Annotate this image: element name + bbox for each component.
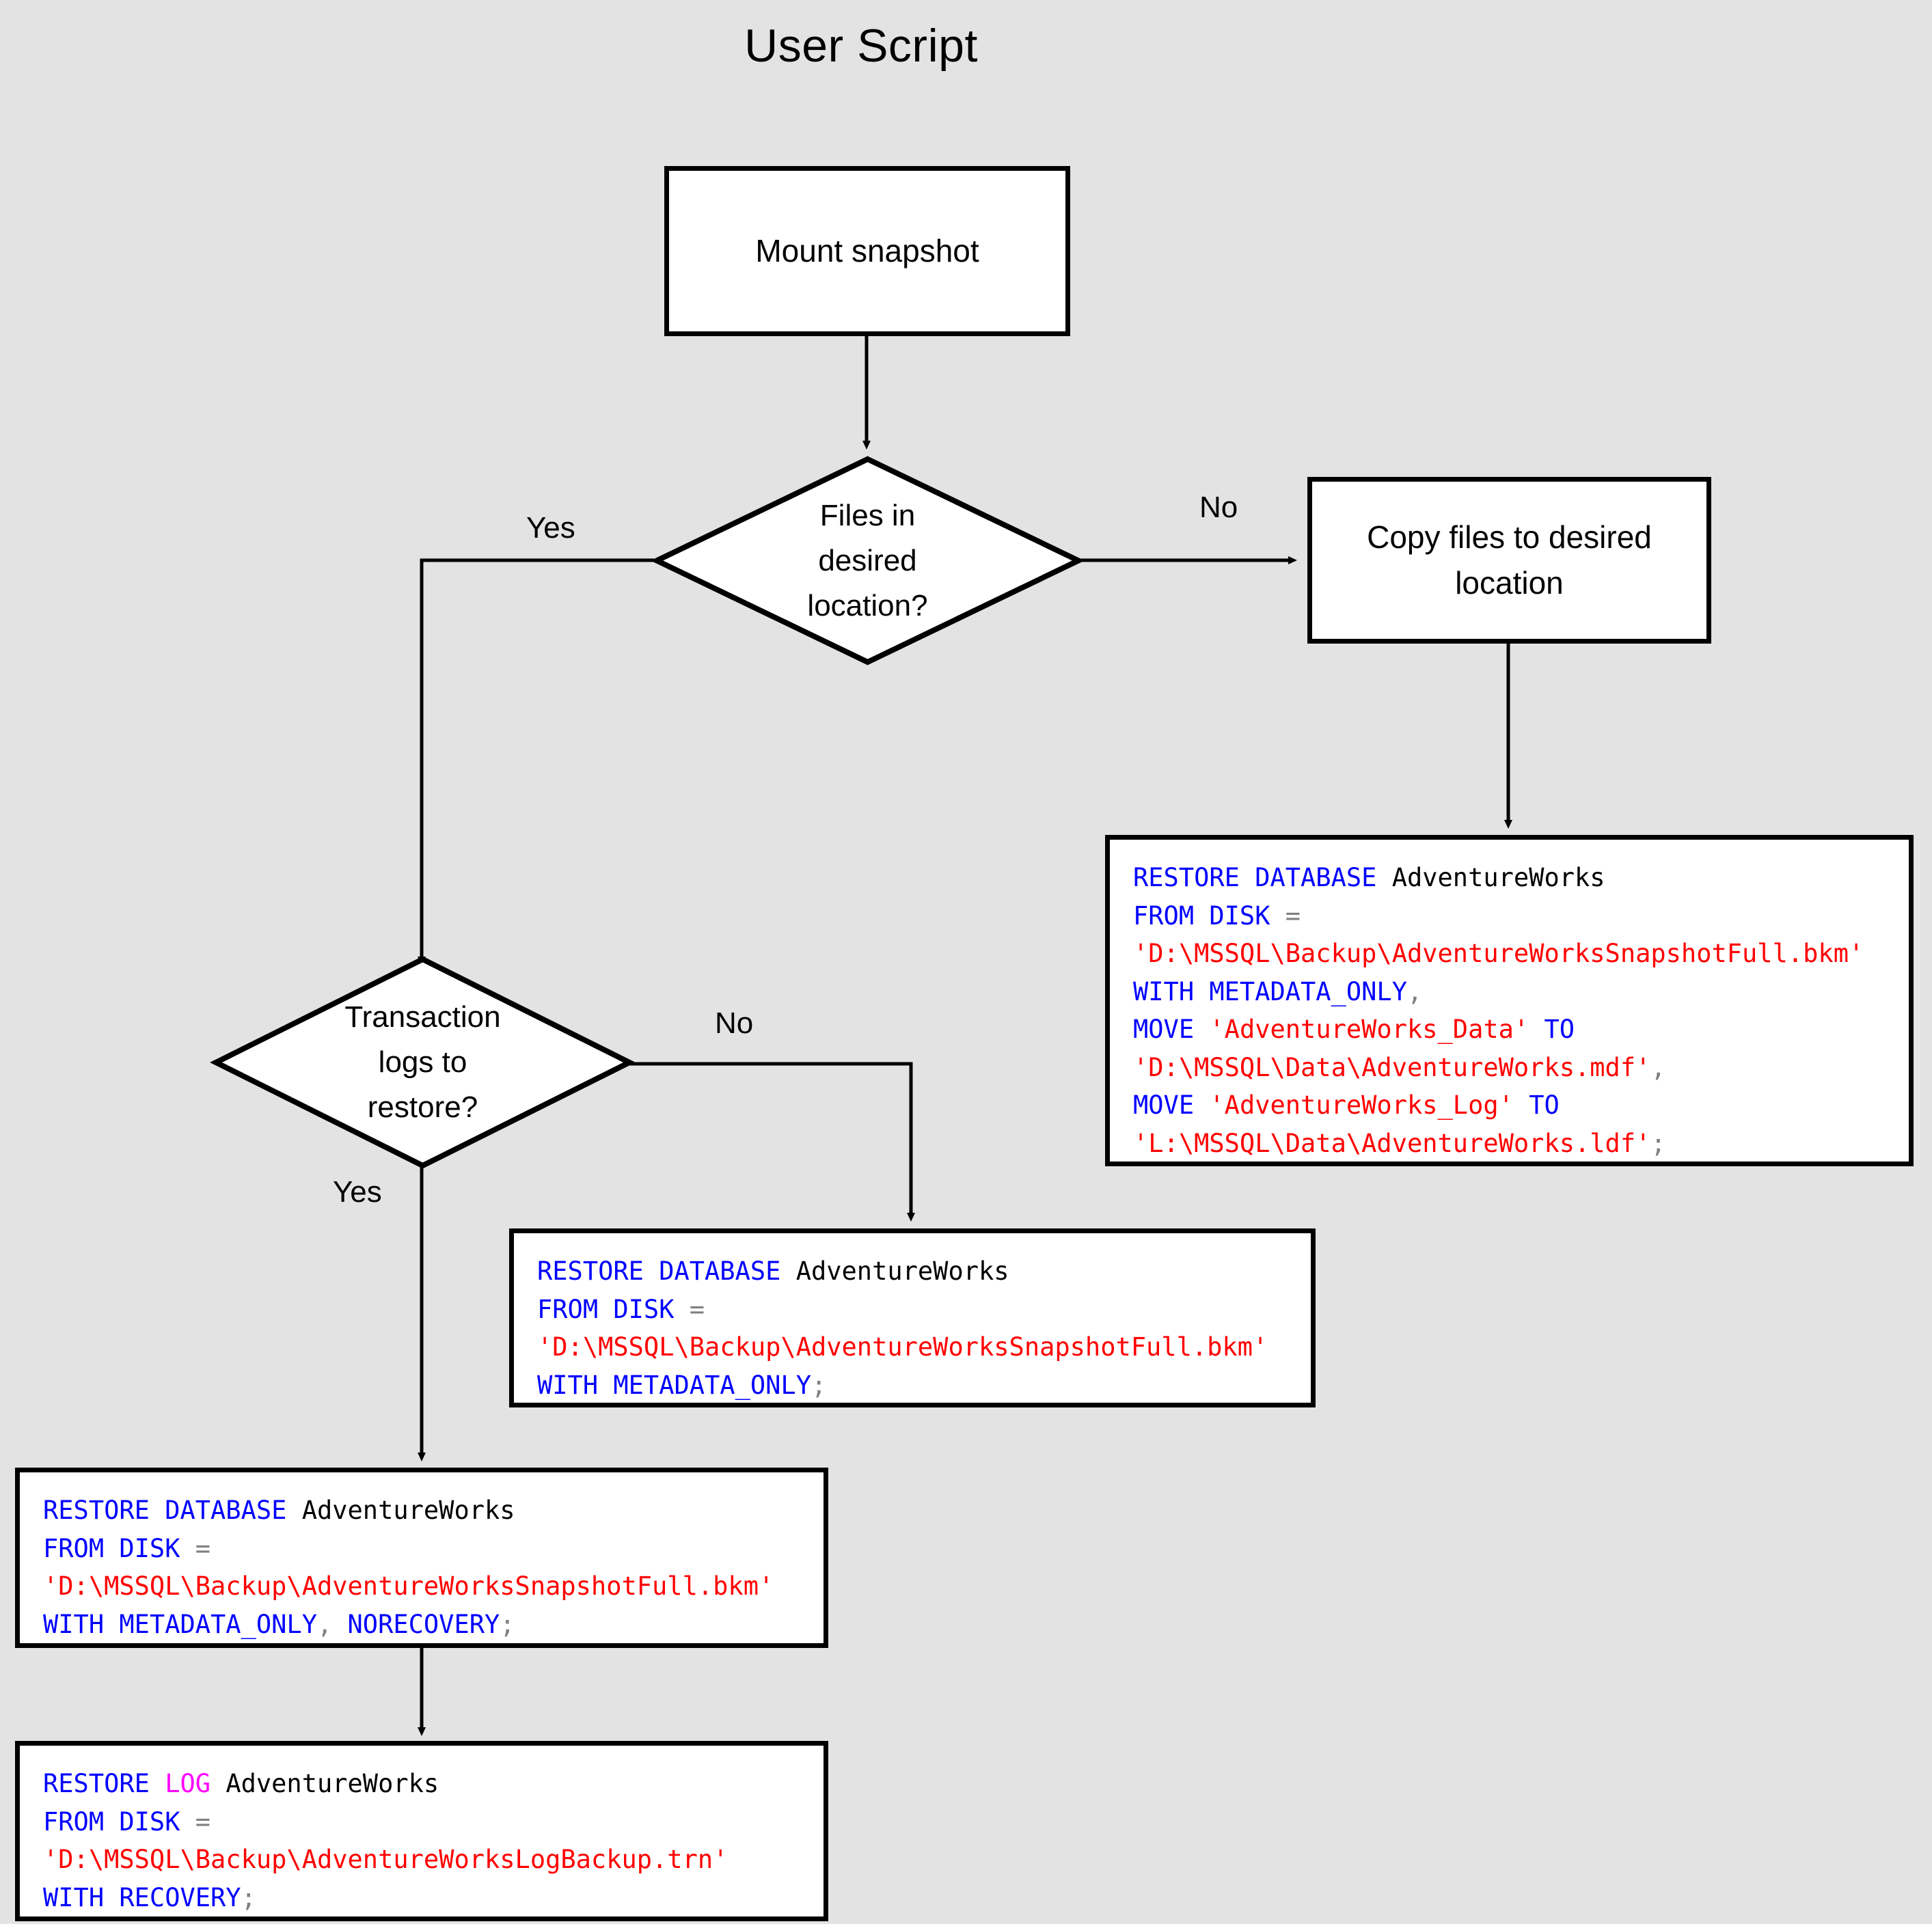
edge-label-logs-no: No [715,1006,754,1040]
code-token: 'AdventureWorks_Data' [1209,1015,1529,1044]
node-transaction-logs-to-restore[interactable]: Transaction logs to restore? [210,956,636,1169]
node-mount-snapshot[interactable]: Mount snapshot [664,166,1070,336]
code-token: WITH RECOVERY [43,1882,241,1912]
code-token: ; [241,1882,256,1912]
code-block-restore-database-norecovery: RESTORE DATABASE AdventureWorks FROM DIS… [15,1468,828,1648]
code-token: MOVE [1133,1090,1210,1120]
code-token: RESTORE DATABASE [43,1496,302,1525]
code-token: NORECOVERY [347,1609,500,1639]
code-token: AdventureWorks [1391,863,1605,892]
code-token: LOG [165,1769,211,1798]
edge-label-files-yes: Yes [526,511,575,545]
code-token: FROM DISK [43,1533,195,1563]
code-token: AdventureWorks [795,1256,1009,1286]
code-token: RESTORE DATABASE [1133,863,1392,892]
code-token: = [1285,901,1301,931]
code-token: RESTORE [43,1769,165,1798]
code-token: ; [500,1609,515,1639]
code-token: 'AdventureWorks_Log' [1209,1090,1514,1120]
node-copy-files-label: Copy files to desired location [1367,519,1652,601]
code-token: = [195,1806,211,1837]
code-token: 'D:\MSSQL\Backup\AdventureWorksLogBackup… [43,1845,729,1874]
node-files-in-desired-location[interactable]: Files in desired location? [650,456,1085,665]
node-mount-snapshot-label: Mount snapshot [755,233,979,269]
code-block-restore-database-with-move: RESTORE DATABASE AdventureWorks FROM DIS… [1105,835,1914,1166]
edge-logs-no-to-metadata [629,1062,915,1222]
code-token: , [1650,1052,1666,1082]
code-token: , [1406,976,1423,1006]
code-token: 'D:\MSSQL\Backup\AdventureWorksSnapshotF… [43,1571,774,1601]
code-token: 'L:\MSSQL\Data\AdventureWorks.ldf' [1133,1128,1651,1158]
code-token: FROM DISK [537,1294,690,1324]
edge-label-logs-yes: Yes [333,1175,382,1209]
code-token: WITH METADATA_ONLY [43,1609,317,1639]
code-token: FROM DISK [1133,901,1285,931]
code-token: RESTORE DATABASE [537,1256,796,1286]
node-copy-files[interactable]: Copy files to desired location [1307,477,1711,644]
code-token: FROM DISK [43,1806,195,1837]
code-token: ; [1650,1128,1666,1158]
code-token: ; [811,1370,827,1400]
page-title: User Script [744,20,978,72]
code-token: = [689,1294,705,1324]
code-token: AdventureWorks [210,1769,439,1798]
code-token: TO [1529,1015,1575,1044]
code-token: WITH METADATA_ONLY [1133,976,1407,1006]
code-token: 'D:\MSSQL\Backup\AdventureWorksSnapshotF… [1133,939,1864,968]
code-token: 'D:\MSSQL\Backup\AdventureWorksSnapshotF… [537,1332,1268,1362]
code-token: 'D:\MSSQL\Data\AdventureWorks.mdf' [1133,1052,1651,1082]
code-token: TO [1513,1090,1560,1120]
edge-files-yes-to-logs [418,558,654,965]
code-token: MOVE [1133,1015,1210,1044]
code-block-restore-database-metadata-only: RESTORE DATABASE AdventureWorks FROM DIS… [509,1228,1316,1407]
diamond-shape [650,456,1085,665]
code-token: WITH METADATA_ONLY [537,1370,811,1400]
edge-label-files-no: No [1199,491,1238,524]
code-token: , [316,1609,348,1639]
diamond-shape [210,956,636,1169]
code-token: AdventureWorks [301,1496,515,1525]
code-block-restore-log-recovery: RESTORE LOG AdventureWorks FROM DISK = '… [15,1741,828,1921]
code-token: = [195,1533,211,1563]
